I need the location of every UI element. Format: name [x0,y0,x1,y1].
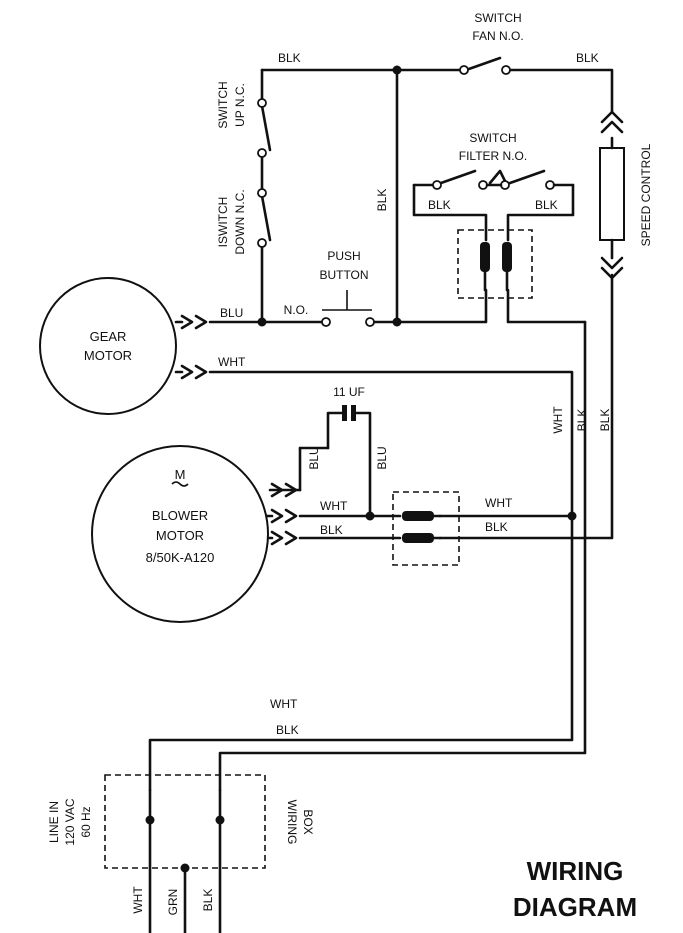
switches [257,56,575,327]
switch-up-label-2: UP N.C. [233,83,247,127]
wire-label-top-left-blk: BLK [278,51,301,65]
wire-label-blower-blk: BLK [320,523,343,537]
gear-motor-label-1: GEAR [90,329,127,344]
wire-label-filter-left-blk: BLK [428,198,451,212]
wire-label-gear-blu: BLU [220,306,243,320]
push-button-state: N.O. [284,303,309,317]
switch-down-label-2: DOWN N.C. [233,189,247,254]
wiring-box-outline [104,774,266,869]
wires [148,68,614,933]
switch-fan-label-2: FAN N.O. [472,29,523,43]
wire-label-gear-wht: WHT [218,355,246,369]
wiring-box-label-1: WIRING [285,800,299,845]
diagram-title: WIRING DIAGRAM [513,856,637,922]
wire-label-bottom-wht: WHT [270,697,298,711]
filter-connector-box [457,229,533,299]
wire-label-term-blk: BLK [201,889,215,912]
blower-connector-box [392,491,460,566]
wire-label-vertical-blk: BLK [375,189,389,212]
line-in-label-2: 120 VAC [63,798,77,845]
push-button-label-1: PUSH [327,249,360,263]
wire-label-term-grn: GRN [166,889,180,916]
switch-up-label-1: SWITCH [216,81,230,128]
speed-control-resistor [599,110,625,280]
blower-motor: M BLOWER MOTOR 8/50K-A120 [91,445,269,623]
line-in-label-1: LINE IN [47,801,61,843]
blower-motor-label-3: 8/50K-A120 [146,550,215,565]
junction-dots [145,65,577,873]
title-line-2: DIAGRAM [513,892,637,922]
wire-label-blower-wht: WHT [320,499,348,513]
wire-label-term-wht: WHT [131,886,145,914]
wire-label-right-blk1: BLK [575,409,589,432]
wire-label-top-right-blk: BLK [576,51,599,65]
wiring-box-label-2: BOX [301,809,315,834]
capacitor-label: 11 UF [333,385,365,399]
wire-label-cap-left-blu: BLU [307,446,321,469]
motor-symbol: M [175,467,186,482]
capacitor-plate-right [351,405,356,421]
capacitor-plate-left [342,405,347,421]
connectors [342,242,512,543]
switch-fan-label-1: SWITCH [474,11,521,25]
line-in-label-3: 60 Hz [79,806,93,837]
gear-motor-label-2: MOTOR [84,348,132,363]
switch-filter-label-1: SWITCH [469,131,516,145]
wire-label-filter-right-blk: BLK [535,198,558,212]
blower-motor-label-2: MOTOR [156,528,204,543]
switch-down-label-1: ISWITCH [216,197,230,248]
wire-label-right-blk2: BLK [598,409,612,432]
wire-label-conn-right-wht: WHT [485,496,513,510]
push-button-label-2: BUTTON [319,268,368,282]
title-line-1: WIRING [527,856,624,886]
wire-label-conn-right-blk: BLK [485,520,508,534]
wire-label-bottom-blk: BLK [276,723,299,737]
switch-filter-label-2: FILTER N.O. [459,149,527,163]
gear-motor: GEAR MOTOR [39,277,177,415]
blower-motor-label-1: BLOWER [152,508,208,523]
component-labels: SWITCH FAN N.O. SWITCH FILTER N.O. SWITC… [47,11,653,846]
wire-label-cap-right-blu: BLU [375,446,389,469]
wire-labels: BLK BLK BLK BLK BLK BLU WHT BLU BLU WHT … [131,51,612,915]
speed-control-label: SPEED CONTROL [639,143,653,246]
wire-label-right-wht: WHT [551,406,565,434]
